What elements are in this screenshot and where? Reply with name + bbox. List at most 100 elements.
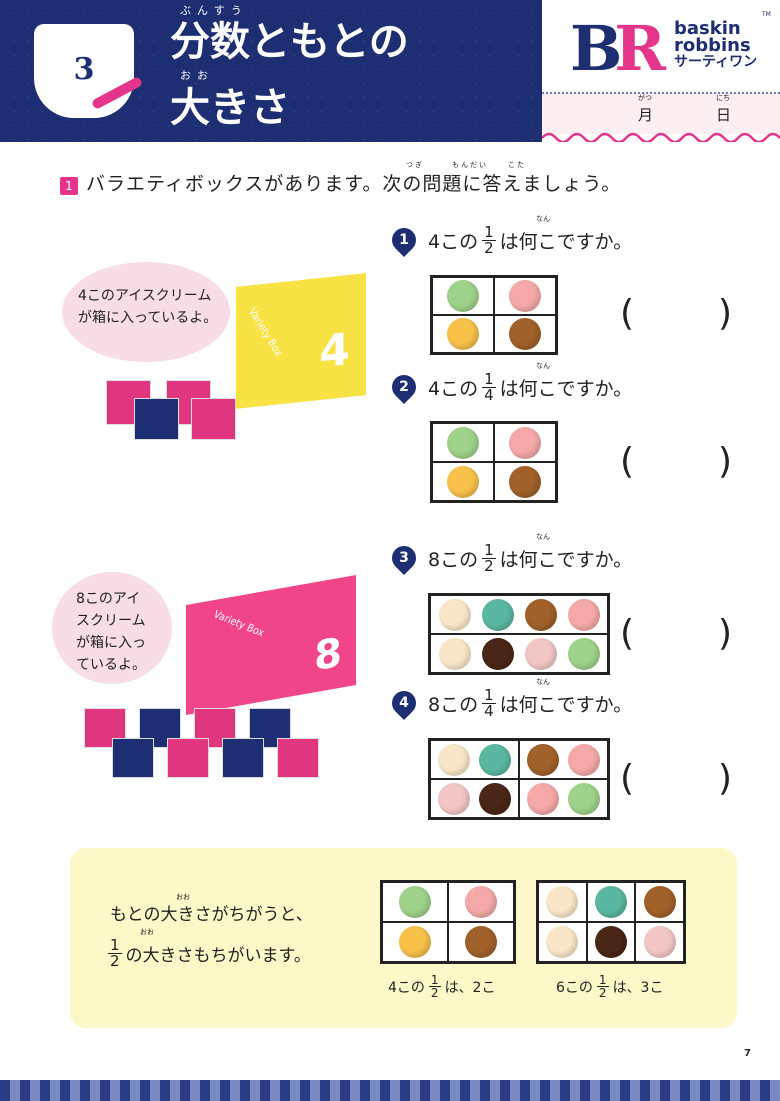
date-field[interactable] [542,92,780,134]
ruby: なん [536,678,550,686]
ruby: おお [176,893,190,901]
ruby: にち [716,94,730,102]
answer-paren-close: ) [718,613,733,654]
answer-paren-open: ( [620,613,635,654]
bubble-line: ているよ。 [76,657,146,673]
question-number: 1 [399,232,409,248]
answer-field[interactable] [640,617,720,657]
denominator: 4 [484,386,494,404]
ice-cream-scoop [509,280,541,312]
grid-cell [635,922,684,962]
answer-field[interactable] [640,762,720,802]
ice-cream-scoop [546,886,579,918]
question-suffix: は何こですか。 [499,231,633,253]
numerator: 1 [482,223,496,241]
numerator: 1 [482,686,496,704]
bubble-text: 4このアイスクリームが箱に入っているよ。 [78,285,217,329]
brand-name-top: baskin [674,18,741,39]
ice-cream-scoop [447,318,479,350]
trademark: TM [762,11,771,18]
box-label: Variety Box [211,609,267,640]
caption-text: は、3こ [612,979,664,996]
ice-cream-scoop [399,926,431,958]
grid-cell [432,423,494,462]
question-prefix: 8この [428,694,479,716]
section-number: 1 [60,177,78,195]
grid-cell [586,882,636,922]
date-month-label: がつ月 [638,94,653,125]
brand-logo: BR baskin robbins サーティワン TM [570,11,771,86]
brand-name-mid: robbins [674,35,751,56]
ice-cream-scoop [524,598,557,631]
question-number: 2 [399,379,409,395]
bubble-line: が箱に入っているよ。 [78,310,218,326]
answer-field[interactable] [640,445,720,485]
numerator: 1 [482,541,496,559]
ice-cream-scoop [465,926,497,958]
grid-cell [430,595,608,634]
bubble-line: 4このアイスクリーム [78,288,212,304]
ice-cream-scoop [546,926,579,958]
answer-field[interactable] [640,297,720,337]
grid-cell [432,315,494,353]
question-number-badge: 2 [387,370,421,404]
answer-paren-close: ) [718,293,733,334]
ice-cream-scoop [437,743,470,776]
grid-cell [519,779,608,818]
grid-cell [494,423,556,462]
grid-cell [494,315,556,353]
ice-cream-cups-8 [84,700,334,780]
ice-cream-scoop [437,782,470,815]
ice-cream-scoop [568,782,601,815]
denominator: 2 [598,986,607,1000]
question-prefix: 4この [428,231,479,253]
ice-cream-scoop [526,782,559,815]
page-number: 7 [744,1048,751,1059]
box-number: 8 [314,629,342,681]
brand-name-jp: サーティワン [674,54,758,70]
question-suffix: は何こですか。 [499,549,633,571]
numerator: 1 [108,936,122,954]
ice-cream-scoop [447,426,479,459]
question-number-badge: 1 [387,223,421,257]
ice-cream-scoop [399,886,431,918]
question-suffix: は何こですか。 [499,694,633,716]
caption-text: は、2こ [444,979,496,996]
ice-cream-scoop [509,426,541,459]
numerator: 1 [428,973,441,987]
grid-cell [635,882,684,922]
speech-bubble [62,262,230,362]
ice-cream-scoop [643,886,676,918]
ruby: なん [536,533,550,541]
grid-cell [382,882,448,922]
example-grid-6 [536,880,686,964]
ice-cream-grid [430,275,558,355]
grid-cell [432,277,494,315]
ice-cream-scoop [479,782,512,815]
ice-cream-scoop [526,743,559,776]
speech-bubble [52,572,172,684]
grid-cell [586,922,636,962]
ice-cream-scoop [481,598,514,631]
grid-cell [538,882,587,922]
ice-cream-scoop [524,637,557,670]
grid-cell [430,740,519,779]
denominator: 2 [110,952,120,970]
bubble-text: 8このアイスクリームが箱に入っているよ。 [76,588,146,676]
ruby: ぶんすう [180,4,248,17]
ice-cream-scoop [509,318,541,350]
ice-cream-grid [430,421,558,503]
ice-cream-scoop [479,743,512,776]
question-number-badge: 3 [387,541,421,575]
numerator: 1 [482,370,496,388]
ruby: もんだい [452,161,488,169]
grid-cell [448,882,514,922]
